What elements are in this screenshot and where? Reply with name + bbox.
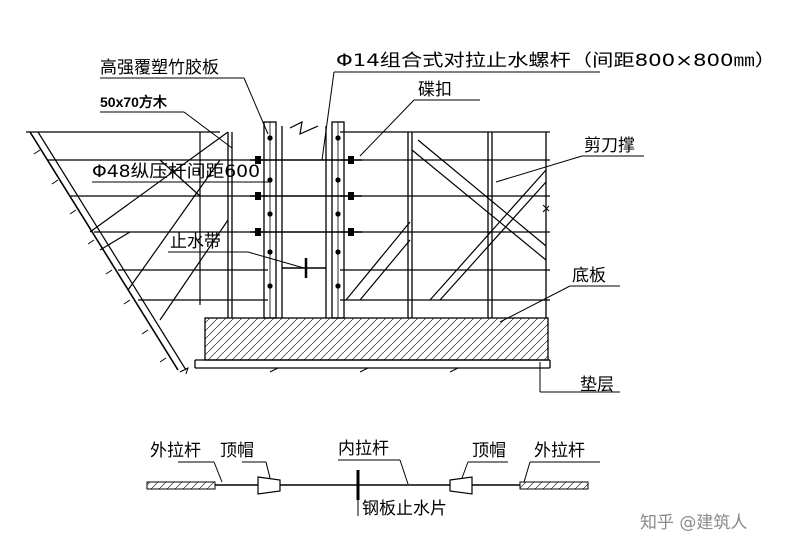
top-cap-right-shape [449, 476, 473, 495]
wall-formwork [263, 120, 345, 319]
label-formwork-board: 高强覆塑竹胶板 [100, 58, 219, 78]
bolt-detail [146, 459, 600, 516]
label-base-slab: 底板 [572, 266, 606, 286]
label-pressing-bar: Φ48纵压杆间距600 [92, 162, 260, 182]
label-top-cap-right: 顶帽 [472, 441, 506, 461]
leader-lines [92, 71, 644, 393]
slope-scaffold [48, 131, 268, 321]
label-square-timber: 50x70方木 [100, 94, 168, 110]
label-waterstop: 止水带 [170, 232, 221, 252]
watermark: 知乎 @建筑人 [640, 513, 747, 533]
label-steel-plate: 钢板止水片 [362, 499, 447, 519]
scissor-bracing [345, 139, 550, 301]
base-slab [204, 317, 549, 361]
label-tie-bolt: Φ14组合式对拉止水螺杆（间距800×800㎜） [336, 51, 776, 71]
label-outer-rod-right: 外拉杆 [534, 441, 585, 461]
scaffold-ledgers [340, 131, 550, 301]
slope-bank [26, 131, 220, 371]
label-scissor-brace: 剪刀撑 [584, 136, 635, 156]
label-coupler: 碟扣 [418, 80, 452, 100]
label-top-cap-left: 顶帽 [220, 441, 254, 461]
label-cushion-layer: 垫层 [580, 375, 614, 395]
label-outer-rod-left: 外拉杆 [150, 441, 201, 461]
tie-bolts [250, 135, 362, 289]
cushion-layer [179, 359, 551, 375]
label-inner-rod: 内拉杆 [338, 439, 389, 459]
top-cap-left-shape [257, 476, 281, 495]
main-section [26, 71, 644, 393]
